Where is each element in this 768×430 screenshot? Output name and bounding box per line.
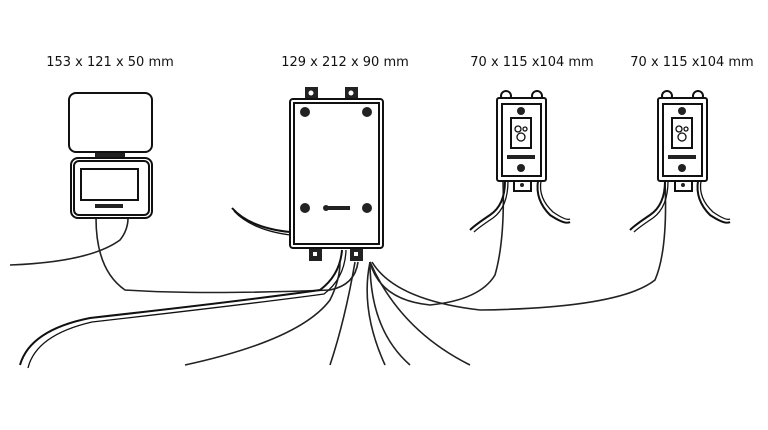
cables [9,180,731,369]
control-box-dimensions: 129 x 212 x 90 mm [281,55,409,70]
brand-logo [326,206,350,210]
switch-unit-a [496,90,547,192]
display-unit [68,92,153,219]
brand-logo [95,204,123,208]
switch-unit-b [657,90,708,192]
display-unit-dimensions: 153 x 121 x 50 mm [46,55,174,70]
switch-unit-b-dimensions: 70 x 115 x104 mm [630,55,754,70]
switch-unit-a-dimensions: 70 x 115 x104 mm [470,55,594,70]
control-box [289,87,384,261]
